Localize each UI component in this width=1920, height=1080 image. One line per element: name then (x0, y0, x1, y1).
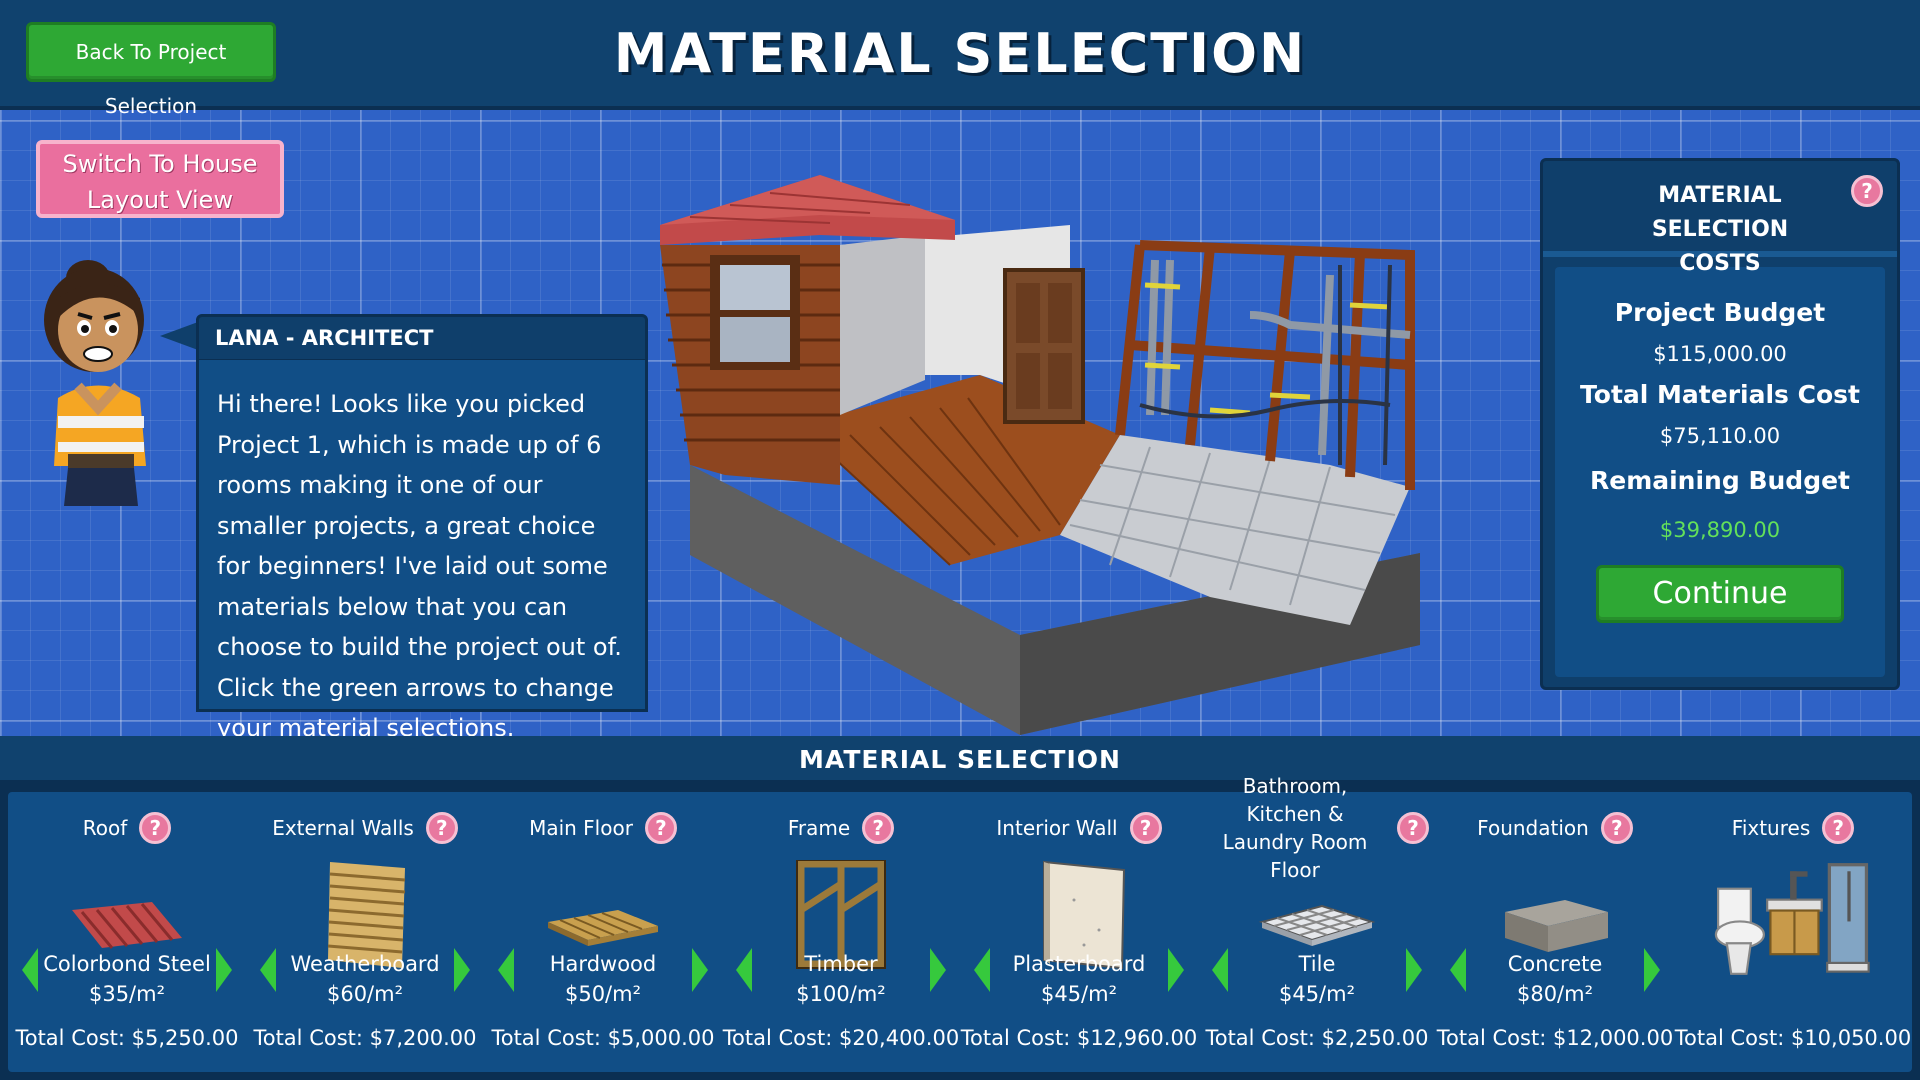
material-total-cost: Total Cost: $7,200.00 (253, 1026, 477, 1050)
timber-frame-icon (796, 860, 886, 969)
material-total-cost: Total Cost: $20,400.00 (722, 1026, 960, 1050)
help-icon[interactable]: ? (1822, 812, 1855, 844)
plasterboard-icon (1043, 860, 1126, 970)
costs-panel-title: MATERIAL SELECTION COSTS (1651, 183, 1789, 276)
material-price: $50/m² (564, 982, 642, 1006)
selected-material-name: Tile (1298, 952, 1336, 976)
material-category-label: Frame (787, 816, 851, 840)
material-total-cost: Total Cost: $5,000.00 (491, 1026, 715, 1050)
previous-material-arrow[interactable] (736, 948, 752, 992)
continue-button[interactable]: Continue (1596, 565, 1844, 623)
weatherboard-icon (327, 862, 406, 968)
fixtures-icon (1714, 863, 1870, 975)
material-wet-area-floor: Bathroom, Kitchen & Laundry Room Floor ?… (1198, 774, 1436, 1072)
dialog-speaker: LANA - ARCHITECT (196, 314, 648, 362)
costs-panel-body: Project Budget $115,000.00 Total Materia… (1555, 267, 1885, 677)
material-category-label: Main Floor (529, 816, 633, 840)
material-costs-panel: MATERIAL SELECTION COSTS ? Project Budge… (1540, 158, 1900, 690)
roof-icon (72, 902, 182, 949)
material-total-cost: Total Cost: $10,050.00 (1674, 1026, 1912, 1050)
material-total-cost: Total Cost: $5,250.00 (15, 1026, 239, 1050)
material-category-label: Interior Wall (996, 816, 1118, 840)
total-materials-label: Total Materials Cost (1580, 380, 1860, 409)
costs-panel-header: MATERIAL SELECTION COSTS ? (1543, 161, 1897, 276)
material-price: $45/m² (1278, 982, 1356, 1006)
material-roof: Roof ? Colorbond Steel $35/m² Total Cost… (8, 792, 246, 1072)
project-budget-label: Project Budget (1614, 298, 1826, 327)
architect-character-icon (44, 260, 146, 506)
next-material-arrow[interactable] (1168, 948, 1184, 992)
header-bar: Back To Project Selection MATERIAL SELEC… (0, 0, 1920, 118)
next-material-arrow[interactable] (1644, 948, 1660, 992)
material-price: $35/m² (88, 982, 166, 1006)
help-icon[interactable]: ? (1600, 812, 1633, 844)
help-icon[interactable]: ? (644, 812, 677, 844)
material-selection-title: MATERIAL SELECTION (0, 736, 1920, 784)
previous-material-arrow[interactable] (22, 948, 38, 992)
help-icon[interactable]: ? (1397, 812, 1429, 844)
material-category-label: External Walls (272, 816, 414, 840)
project-budget-value: $115,000.00 (1653, 342, 1787, 366)
material-category-label: Fixtures (1731, 816, 1811, 840)
material-frame: Frame ? Timber $100/m² Total Cost: $20,4… (722, 792, 960, 1072)
previous-material-arrow[interactable] (498, 948, 514, 992)
switch-to-house-layout-button[interactable]: Switch To House Layout View (36, 140, 284, 218)
selected-material-name: Colorbond Steel (43, 952, 211, 976)
next-material-arrow[interactable] (454, 948, 470, 992)
material-foundation: Foundation ? Concrete $80/m² Total Cost:… (1436, 792, 1674, 1072)
tile-icon (1258, 904, 1376, 946)
help-icon[interactable]: ? (139, 812, 172, 844)
remaining-budget-value: $39,890.00 (1659, 518, 1781, 542)
material-external-walls: External Walls ? Weatherboard $60/m² Tot… (246, 792, 484, 1072)
material-selection-section: MATERIAL SELECTION Roof ? Colorbond Stee… (0, 736, 1920, 1080)
selected-material-name: Concrete (1507, 952, 1603, 976)
page-title: MATERIAL SELECTION (613, 22, 1307, 85)
previous-material-arrow[interactable] (1450, 948, 1466, 992)
material-interior-wall: Interior Wall ? Plasterboard $45/m² Tota… (960, 792, 1198, 1072)
selected-material-name: Hardwood (549, 952, 657, 976)
material-category-label: Foundation (1477, 816, 1589, 840)
dialog-pointer (160, 322, 198, 350)
material-price: $80/m² (1516, 982, 1594, 1006)
help-icon[interactable]: ? (1129, 812, 1162, 844)
material-total-cost: Total Cost: $12,960.00 (960, 1026, 1198, 1050)
previous-material-arrow[interactable] (260, 948, 276, 992)
material-total-cost: Total Cost: $12,000.00 (1436, 1026, 1674, 1050)
next-material-arrow[interactable] (692, 948, 708, 992)
material-category-label: Bathroom, Kitchen & Laundry Room Floor (1222, 774, 1368, 882)
dialog-text: Hi there! Looks like you picked Project … (196, 360, 648, 742)
material-price: $60/m² (326, 982, 404, 1006)
material-category-label: Roof (82, 816, 128, 840)
back-to-project-selection-button[interactable]: Back To Project Selection (26, 22, 276, 118)
hardwood-icon (548, 910, 658, 946)
selected-material-name: Timber (804, 952, 878, 976)
selected-material-name: Weatherboard (290, 952, 440, 976)
next-material-arrow[interactable] (930, 948, 946, 992)
help-icon[interactable]: ? (862, 812, 895, 844)
material-total-cost: Total Cost: $2,250.00 (1205, 1026, 1429, 1050)
costs-help-icon[interactable]: ? (1851, 175, 1883, 207)
concrete-icon (1505, 900, 1608, 952)
material-main-floor: Main Floor ? Hardwood $50/m² Total Cost:… (484, 792, 722, 1072)
material-price: $100/m² (796, 982, 886, 1006)
material-price: $45/m² (1040, 982, 1118, 1006)
total-materials-value: $75,110.00 (1659, 424, 1781, 448)
previous-material-arrow[interactable] (1212, 948, 1228, 992)
next-material-arrow[interactable] (216, 948, 232, 992)
material-fixtures: Fixtures ? Total Cost: $1 (1674, 792, 1912, 1072)
selected-material-name: Plasterboard (1012, 952, 1146, 976)
help-icon[interactable]: ? (425, 812, 458, 844)
house-3d-model (660, 175, 1420, 735)
previous-material-arrow[interactable] (974, 948, 990, 992)
remaining-budget-label: Remaining Budget (1589, 466, 1850, 495)
next-material-arrow[interactable] (1406, 948, 1422, 992)
material-grid: Roof ? Colorbond Steel $35/m² Total Cost… (8, 774, 1912, 1072)
